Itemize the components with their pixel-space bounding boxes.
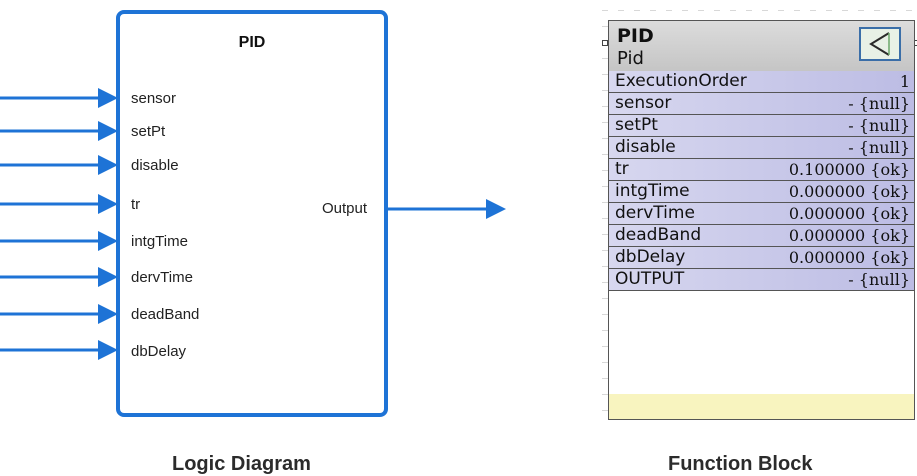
slot-value: 0.000000 {ok} xyxy=(788,182,910,201)
slot-name: dervTime xyxy=(615,203,695,223)
slot-row-output[interactable]: OUTPUT - {null} xyxy=(609,269,914,291)
slot-name: disable xyxy=(615,137,676,157)
input-arrow-dbdelay xyxy=(0,340,118,360)
slot-row-dbdelay[interactable]: dbDelay 0.000000 {ok} xyxy=(609,247,914,269)
function-block-type: Pid xyxy=(617,48,644,69)
slot-name: ExecutionOrder xyxy=(615,71,747,91)
logic-block-title: PID xyxy=(238,34,266,51)
slot-value: 0.000000 {ok} xyxy=(788,204,910,223)
slot-row-sensor[interactable]: sensor - {null} xyxy=(609,93,914,115)
slot-name: OUTPUT xyxy=(615,269,685,289)
slot-row-intgtime[interactable]: intgTime 0.000000 {ok} xyxy=(609,181,914,203)
slot-row-dervtime[interactable]: dervTime 0.000000 {ok} xyxy=(609,203,914,225)
input-label-sensor: sensor xyxy=(131,90,177,107)
input-label-intgtime: intgTime xyxy=(131,233,188,250)
pid-icon xyxy=(859,27,901,61)
slot-row-tr[interactable]: tr 0.100000 {ok} xyxy=(609,159,914,181)
input-pin[interactable] xyxy=(602,40,608,46)
input-label-deadband: deadBand xyxy=(131,306,200,323)
input-arrow-setpt xyxy=(0,121,118,141)
slot-name: intgTime xyxy=(615,181,690,201)
input-arrow-sensor xyxy=(0,88,118,108)
input-label-dbdelay: dbDelay xyxy=(131,343,187,360)
slot-row-executionorder[interactable]: ExecutionOrder 1 xyxy=(609,71,914,93)
slot-value: - {null} xyxy=(848,116,910,135)
slot-row-setpt[interactable]: setPt - {null} xyxy=(609,115,914,137)
function-block-title: PID xyxy=(617,25,654,47)
logic-diagram-caption: Logic Diagram xyxy=(172,453,311,475)
slot-row-deadband[interactable]: deadBand 0.000000 {ok} xyxy=(609,225,914,247)
input-label-disable: disable xyxy=(131,157,179,174)
slot-value: - {null} xyxy=(848,138,910,157)
input-arrow-intgtime xyxy=(0,231,118,251)
function-block-caption: Function Block xyxy=(668,453,813,475)
slot-value: - {null} xyxy=(848,94,910,113)
input-arrow-disable xyxy=(0,155,118,175)
input-arrow-dervtime xyxy=(0,267,118,287)
input-arrow-tr xyxy=(0,194,118,214)
input-label-dervtime: dervTime xyxy=(131,269,193,286)
slot-value: - {null} xyxy=(848,270,910,289)
logic-block[interactable] xyxy=(116,10,388,417)
output-arrow xyxy=(388,199,506,219)
slot-name: deadBand xyxy=(615,225,702,245)
function-block-footer xyxy=(609,394,914,419)
slot-row-disable[interactable]: disable - {null} xyxy=(609,137,914,159)
slot-name: dbDelay xyxy=(615,247,686,267)
slot-value: 0.000000 {ok} xyxy=(788,226,910,245)
slot-name: sensor xyxy=(615,93,672,113)
output-label: Output xyxy=(322,200,368,217)
function-block-header[interactable]: PID Pid xyxy=(609,21,914,72)
input-arrow-deadband xyxy=(0,304,118,324)
input-label-tr: tr xyxy=(131,196,141,213)
slot-value: 0.100000 {ok} xyxy=(788,160,910,179)
slot-value: 0.000000 {ok} xyxy=(788,248,910,267)
slot-value: 1 xyxy=(899,72,910,91)
input-label-setpt: setPt xyxy=(131,123,166,140)
slot-name: setPt xyxy=(615,115,658,135)
input-arrows xyxy=(0,88,118,360)
function-block[interactable]: PID Pid ExecutionOrder 1 sensor - {null}… xyxy=(608,20,915,420)
slot-name: tr xyxy=(615,159,629,179)
